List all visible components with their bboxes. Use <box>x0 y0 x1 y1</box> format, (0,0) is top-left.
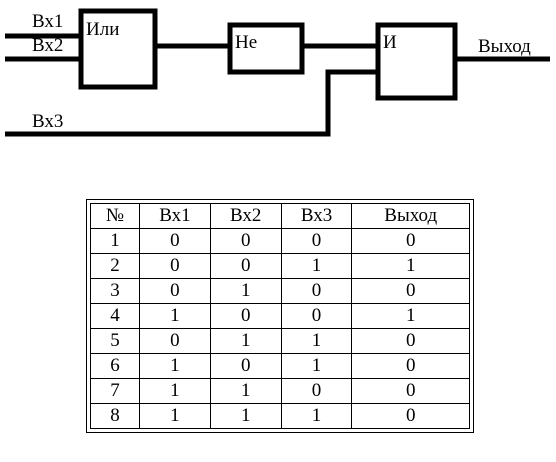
cell-output: 0 <box>351 278 470 304</box>
cell-input-3: 1 <box>280 353 353 379</box>
cell-input-1: 1 <box>139 353 211 379</box>
cell-input-3: 1 <box>280 328 353 354</box>
cell-input-3: 0 <box>280 303 353 329</box>
cell-input-1: 0 <box>139 253 211 279</box>
and-gate <box>375 22 458 101</box>
cell-input-2: 1 <box>209 378 282 404</box>
or-gate-label: Или <box>86 19 119 40</box>
input-3-label: Вх3 <box>32 111 63 132</box>
cell-input-2: 0 <box>209 353 282 379</box>
cell-output: 0 <box>351 328 470 354</box>
or-gate <box>78 8 158 90</box>
cell-input-2: 0 <box>209 303 282 329</box>
cell-input-1: 0 <box>139 278 211 304</box>
output-label: Выход <box>478 36 531 57</box>
cell-output: 0 <box>351 353 470 379</box>
cell-input-3: 0 <box>280 378 353 404</box>
not-gate-label: Не <box>235 32 257 53</box>
cell-input-2: 1 <box>209 278 282 304</box>
cell-output: 0 <box>351 228 470 254</box>
cell-number: 6 <box>90 353 140 379</box>
cell-number: 3 <box>90 278 140 304</box>
input-2-label: Вх2 <box>32 35 63 56</box>
header-input-3: Вх3 <box>280 203 353 229</box>
cell-input-2: 0 <box>209 228 282 254</box>
cell-number: 4 <box>90 303 140 329</box>
cell-output: 0 <box>351 378 470 404</box>
cell-input-2: 1 <box>209 403 282 429</box>
header-input-1: Вх1 <box>139 203 211 229</box>
header-input-2: Вх2 <box>209 203 282 229</box>
cell-input-1: 0 <box>139 228 211 254</box>
logic-circuit: Вх1 Вх2 Вх3 Или Не И Выход <box>5 8 550 137</box>
header-output: Выход <box>351 203 470 229</box>
cell-number: 1 <box>90 228 140 254</box>
cell-input-3: 0 <box>280 278 353 304</box>
header-number: № <box>90 203 140 229</box>
cell-input-3: 1 <box>280 253 353 279</box>
cell-input-1: 1 <box>139 378 211 404</box>
not-gate <box>227 22 305 75</box>
cell-output: 1 <box>351 253 470 279</box>
table-header-row: № Вх1 Вх2 Вх3 Выход <box>90 203 470 229</box>
cell-number: 5 <box>90 328 140 354</box>
cell-input-2: 0 <box>209 253 282 279</box>
cell-input-3: 1 <box>280 403 353 429</box>
cell-input-1: 1 <box>139 403 211 429</box>
cell-input-1: 0 <box>139 328 211 354</box>
cell-output: 0 <box>351 403 470 429</box>
cell-input-2: 1 <box>209 328 282 354</box>
cell-number: 2 <box>90 253 140 279</box>
cell-output: 1 <box>351 303 470 329</box>
cell-number: 7 <box>90 378 140 404</box>
cell-input-1: 1 <box>139 303 211 329</box>
cell-number: 8 <box>90 403 140 429</box>
cell-input-3: 0 <box>280 228 353 254</box>
input-1-label: Вх1 <box>32 11 63 32</box>
and-gate-label: И <box>383 32 397 53</box>
wire-input-3 <box>5 69 378 137</box>
